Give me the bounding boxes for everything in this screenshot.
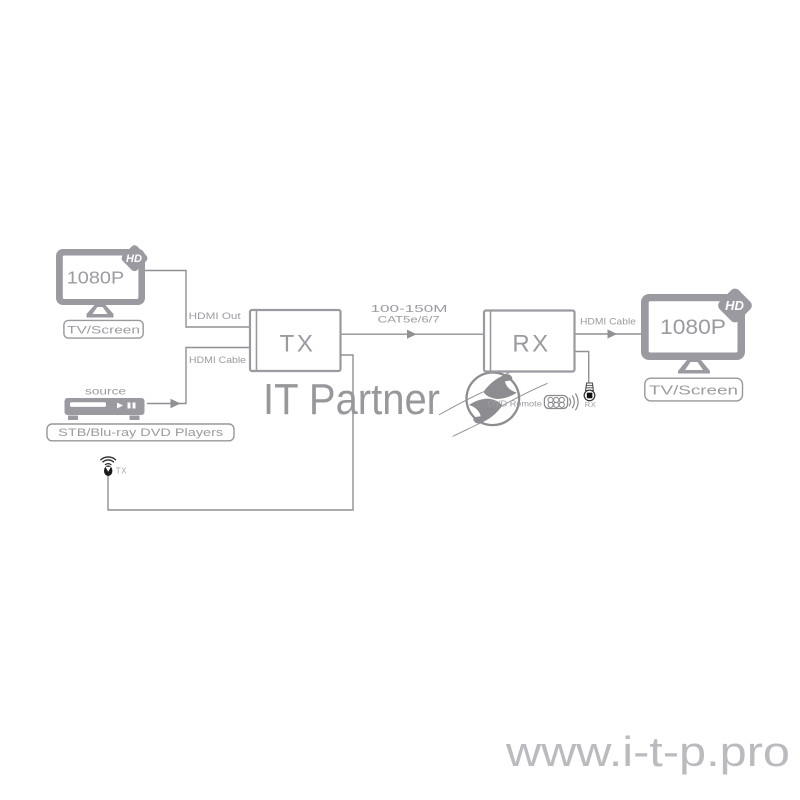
svg-text:STB/Blu-ray DVD Players: STB/Blu-ray DVD Players [58,427,224,439]
svg-text:DVD Remote: DVD Remote [488,400,543,409]
svg-text:HD: HD [126,253,142,265]
svg-text:1080P: 1080P [660,315,726,339]
svg-text:IT Partner: IT Partner [263,375,440,424]
svg-text:HDMI Out: HDMI Out [189,311,241,322]
svg-text:CAT5e/6/7: CAT5e/6/7 [378,315,440,326]
svg-text:RX: RX [512,331,550,358]
svg-text:100-150M: 100-150M [371,303,448,315]
svg-text:source: source [85,387,127,398]
svg-text:HDMI Cable: HDMI Cable [580,317,636,328]
svg-text:RX: RX [585,400,596,409]
svg-text:TX: TX [280,331,316,358]
svg-text:TV/Screen: TV/Screen [67,325,140,337]
svg-text:www.i-t-p.pro: www.i-t-p.pro [505,728,790,775]
svg-text:TV/Screen: TV/Screen [649,383,738,398]
svg-text:HD: HD [725,298,744,313]
svg-text:TX: TX [116,467,127,476]
svg-text:1080P: 1080P [67,268,125,288]
svg-text:HDMI Cable: HDMI Cable [189,355,246,366]
